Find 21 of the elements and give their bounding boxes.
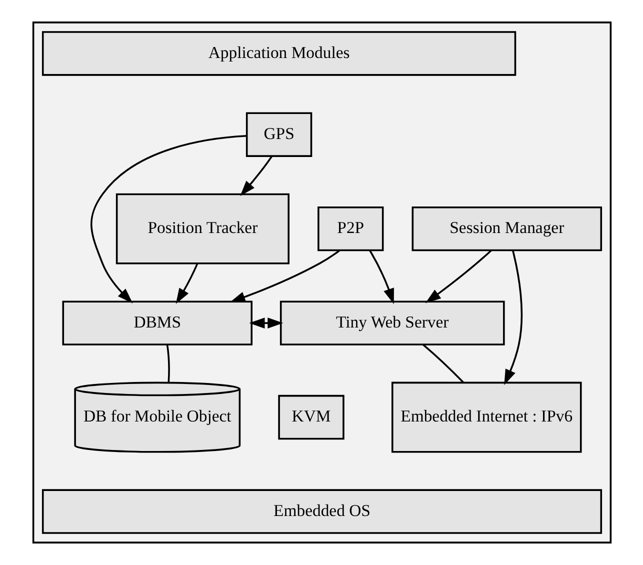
node-box: P2P <box>317 206 384 252</box>
cluster <box>32 22 612 544</box>
node-box: Position Tracker <box>115 193 289 264</box>
node-box: DBMS <box>62 300 252 346</box>
node-box: Embedded OS <box>41 489 602 534</box>
connector <box>166 344 170 382</box>
arrow <box>504 250 522 385</box>
arrow <box>90 135 246 304</box>
arrow <box>229 250 340 302</box>
arrow <box>240 156 272 196</box>
node-box: Embedded Internet : IPv6 <box>390 382 582 453</box>
node-box: Session Manager <box>411 206 602 252</box>
arrow <box>368 250 394 304</box>
node-box: Application Modules <box>41 31 516 76</box>
connector <box>422 344 464 384</box>
node-box: GPS <box>245 112 312 157</box>
arrow <box>248 318 283 328</box>
node-box: KVM <box>278 394 344 440</box>
arrow <box>175 263 198 304</box>
arrow <box>424 250 492 304</box>
node-box: Tiny Web Server <box>279 300 504 346</box>
